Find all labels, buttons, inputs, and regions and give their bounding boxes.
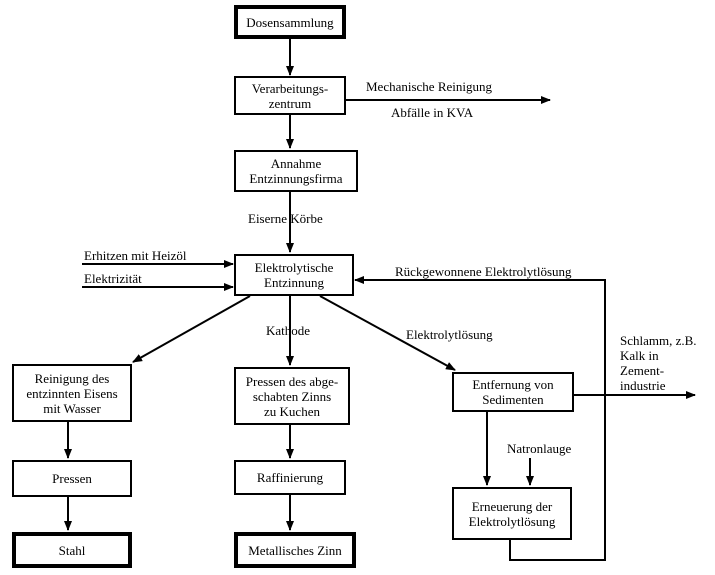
node-entfernung-sedimente: Entfernung von Sedimenten <box>452 372 574 412</box>
node-elektrolytische-entzinnung: Elektrolytische Entzinnung <box>234 254 354 296</box>
node-stahl: Stahl <box>12 532 132 568</box>
label-elektrizitaet: Elektrizität <box>84 271 142 286</box>
node-erneuerung-elektrolytloesung: Erneuerung der Elektrolytlösung <box>452 487 572 540</box>
label-abfaelle: Abfälle in KVA <box>391 105 474 120</box>
node-raffinierung: Raffinierung <box>234 460 346 495</box>
node-metallisches-zinn: Metallisches Zinn <box>234 532 356 568</box>
label-rueckgewonnene: Rückgewonnene Elektrolytlösung <box>395 264 572 279</box>
label-erhitzen: Erhitzen mit Heizöl <box>84 248 187 263</box>
label-eiserne-koerbe: Eiserne Körbe <box>248 211 323 226</box>
node-reinigung: Reinigung des entzinnten Eisens mit Wass… <box>12 364 132 422</box>
label-mechanische-reinigung: Mechanische Reinigung <box>366 79 492 94</box>
node-pressen-zinn: Pressen des abge- schabten Zinns zu Kuch… <box>234 367 350 425</box>
label-kathode: Kathode <box>266 323 311 338</box>
node-pressen: Pressen <box>12 460 132 497</box>
node-dosensammlung: Dosensammlung <box>234 5 346 39</box>
arrow-elektrolytloesung <box>319 295 456 371</box>
arrow-to-reinigung <box>132 295 251 363</box>
node-annahme-entzinnungsfirma: Annahme Entzinnungsfirma <box>234 150 358 192</box>
label-elektrolytloesung: Elektrolytlösung <box>406 327 493 342</box>
label-schlamm: Schlamm, z.B. Kalk in Zement- industrie <box>620 333 697 393</box>
node-verarbeitungszentrum: Verarbeitungs- zentrum <box>234 76 346 115</box>
label-natronlauge: Natronlauge <box>507 441 572 456</box>
arrow-rueckgewonnene-return <box>354 276 606 561</box>
